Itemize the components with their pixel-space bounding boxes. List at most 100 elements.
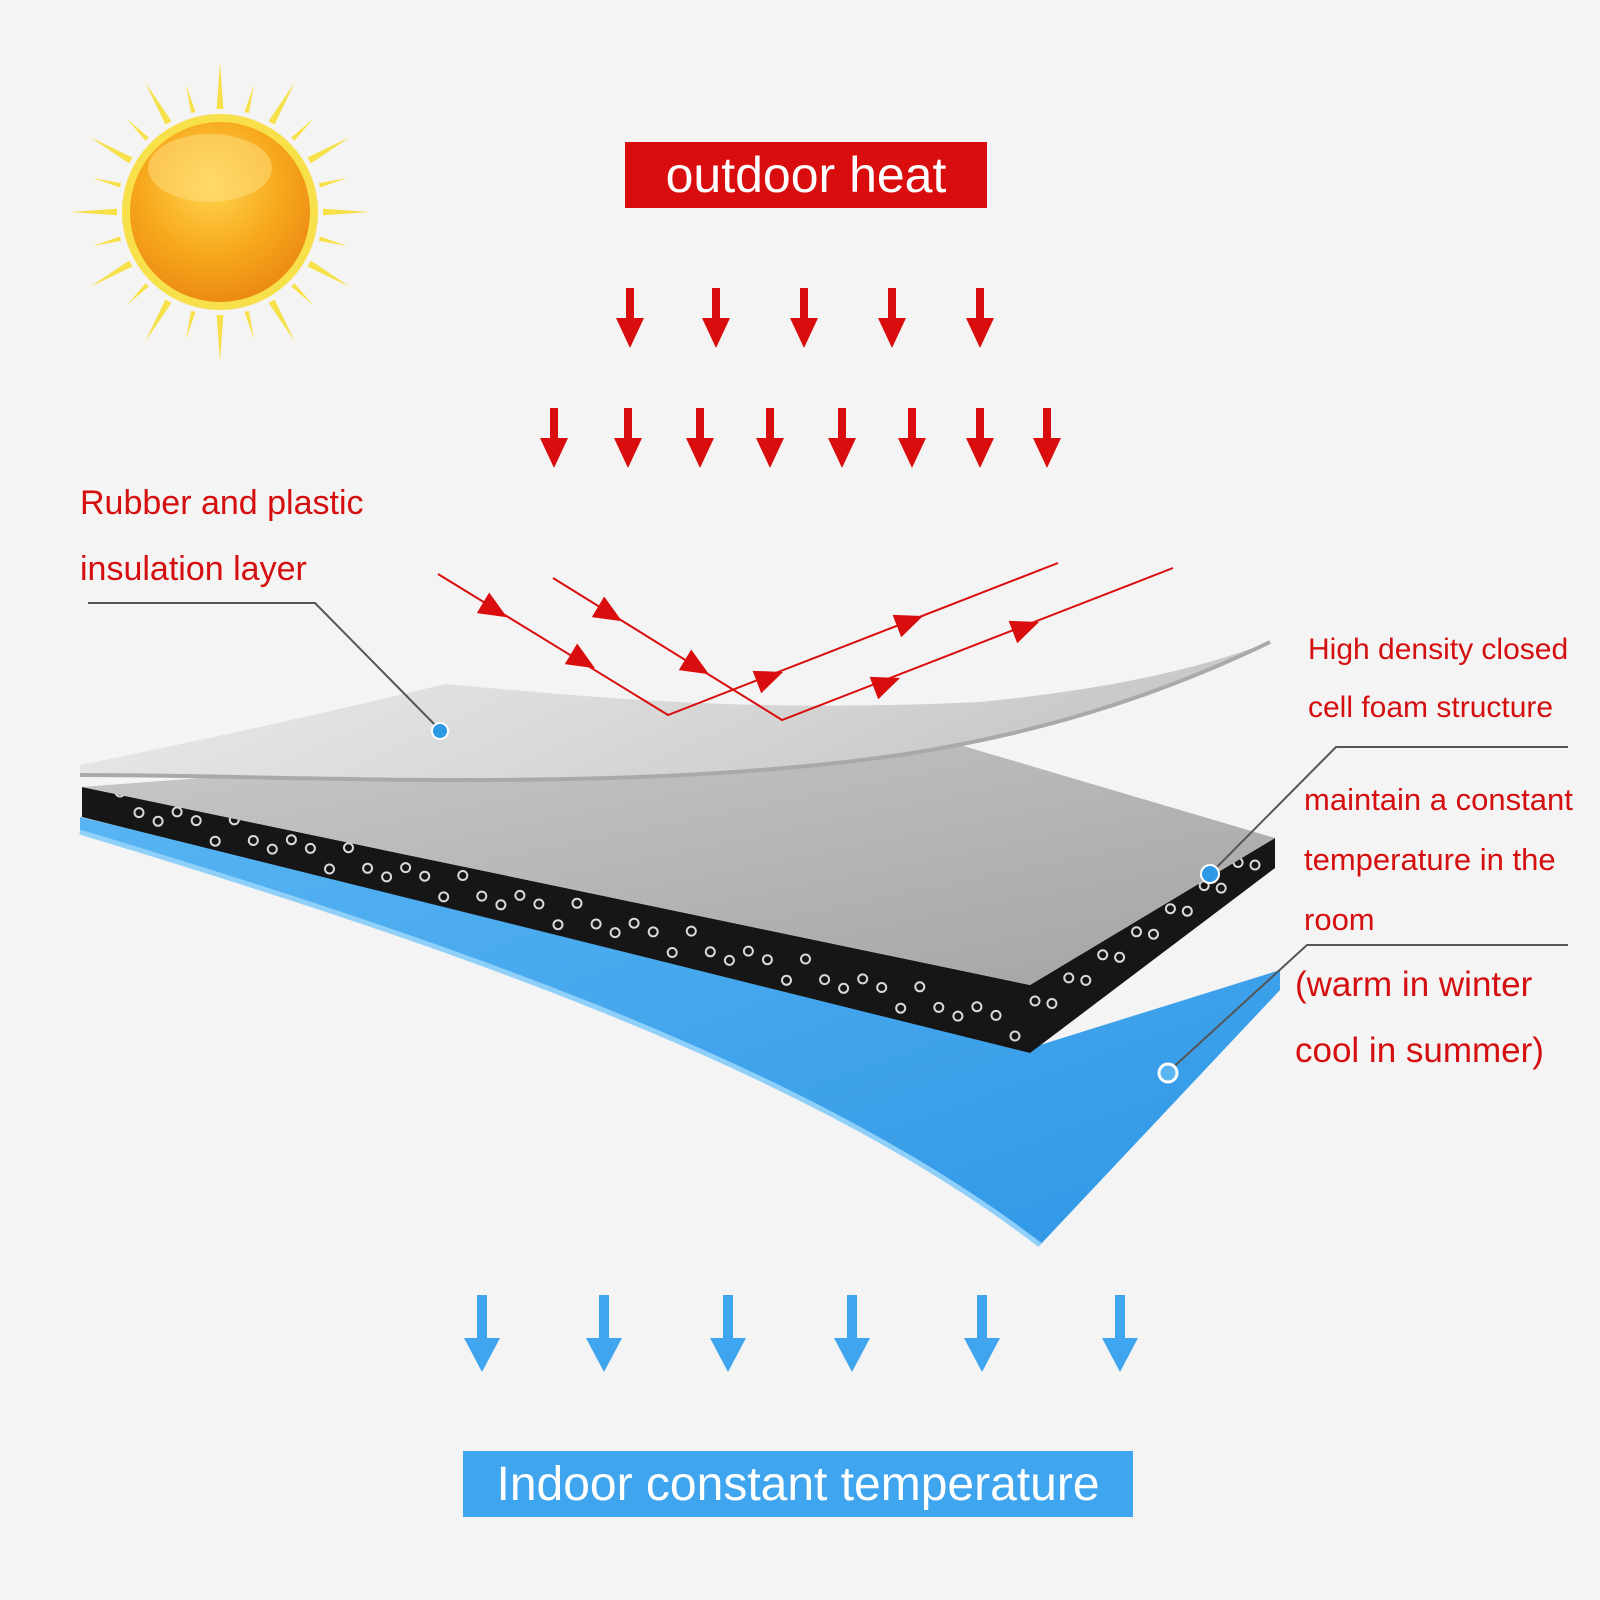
blue-layer-edge (79, 829, 1042, 1247)
foam-cell (1249, 859, 1261, 871)
sun-ray (145, 299, 172, 342)
foam-cell (1080, 974, 1092, 986)
foam-cell (324, 863, 335, 875)
foam-cell (781, 974, 792, 986)
foam-cell (838, 982, 850, 994)
foam-cell (1097, 949, 1109, 961)
blue-marker-dot (1157, 1062, 1179, 1084)
foam-cell (800, 953, 811, 965)
red-down-arrow-icon (898, 408, 926, 468)
foam-marker-dot (1200, 864, 1220, 884)
blue-down-arrow-icon (586, 1295, 622, 1372)
foam-cell (590, 918, 602, 930)
red-down-arrow-icon (790, 288, 818, 348)
red-down-arrow-icon (756, 408, 784, 468)
reflection-arrow-icon (437, 562, 1174, 722)
foam-leader-line (1209, 746, 1568, 875)
rubber-plastic-sheet (80, 642, 1270, 780)
blue-down-arrow-icon (710, 1295, 746, 1372)
foam-cell (285, 834, 297, 846)
sun-ray (244, 310, 255, 340)
sun-highlight (148, 134, 272, 202)
seasonal-label: (warm in winter cool in summer) (1295, 952, 1544, 1084)
foam-cell (209, 835, 221, 847)
foam-cell (552, 919, 564, 931)
foam-cell (400, 862, 412, 874)
foam-cell (761, 954, 773, 966)
blue-down-arrow-icon (834, 1295, 870, 1372)
cool-down-arrows (464, 1295, 1138, 1372)
foam-cell (933, 1001, 945, 1013)
seasonal-label-line2: cool in summer) (1295, 1031, 1544, 1070)
foam-cell (609, 927, 621, 939)
red-down-arrow-icon (966, 408, 994, 468)
sun-ray (70, 208, 118, 216)
red-down-arrow-icon (540, 408, 568, 468)
sun-ray (126, 283, 149, 306)
foam-structure-label: High density closed cell foam structure (1308, 621, 1568, 737)
seasonal-label-line1: (warm in winter (1295, 965, 1533, 1004)
sun-ray (322, 208, 370, 216)
sun-ray (216, 62, 224, 110)
blue-down-arrow-icon (964, 1295, 1000, 1372)
red-down-arrow-icon (686, 408, 714, 468)
foam-cell (1029, 995, 1041, 1007)
constant-temperature-label-line2: temperature in the (1304, 842, 1556, 877)
foam-cell (1009, 1030, 1021, 1042)
rubber-layer-label: Rubber and plastic insulation layer (80, 470, 364, 602)
sun-ray (291, 118, 314, 141)
foam-cell (266, 843, 278, 855)
foam-cell (647, 926, 659, 938)
blue-base-layer (80, 817, 1280, 1245)
foam-cell (571, 897, 583, 909)
foam-cell (952, 1010, 964, 1022)
grey-foam-face (82, 745, 1275, 985)
blue-down-arrow-icon (464, 1295, 500, 1372)
foam-cell (1063, 972, 1075, 984)
sun-ray (216, 314, 224, 362)
sun-icon (70, 62, 370, 362)
outdoor-heat-banner: outdoor heat (625, 142, 987, 208)
foam-cell (666, 947, 678, 958)
foam-cell (133, 807, 145, 819)
foam-cell (1046, 998, 1058, 1009)
foam-cells (114, 786, 1261, 1042)
sun-ray (268, 82, 295, 125)
sun-ray (307, 137, 350, 164)
sun-ray (90, 260, 133, 287)
foam-cell (971, 1001, 983, 1013)
foam-structure-label-line1: High density closed (1308, 633, 1569, 666)
red-down-arrow-icon (1033, 408, 1061, 468)
foam-cell (1215, 882, 1227, 894)
sun-ray (291, 283, 314, 306)
foam-cell (895, 1002, 907, 1014)
foam-cell (685, 925, 697, 937)
rubber-sheet-edge (79, 640, 1271, 782)
foam-cell (914, 981, 926, 993)
foam-cell (704, 946, 716, 958)
foam-cell (152, 815, 164, 827)
blue-leader-line (1167, 944, 1568, 1073)
blue-down-arrow-icon (1102, 1295, 1138, 1372)
foam-cell (742, 945, 754, 957)
sun-ray (92, 177, 122, 188)
sun-ray (307, 260, 350, 287)
sun-ray (185, 84, 196, 114)
foam-cell (990, 1009, 1002, 1021)
foam-cell (495, 899, 507, 911)
sun-ray (145, 82, 172, 125)
sun-ray (90, 137, 133, 164)
foam-cell (514, 889, 526, 901)
constant-temperature-label-line3: room (1304, 902, 1375, 937)
incoming-heat-arrows (540, 288, 1061, 468)
red-down-arrow-icon (616, 288, 644, 348)
red-down-arrow-icon (828, 408, 856, 468)
foam-cell (723, 954, 735, 966)
rubber-layer-label-line1: Rubber and plastic (80, 484, 364, 522)
rubber-leader-line (88, 602, 441, 731)
foam-cell (304, 842, 316, 854)
rubber-marker-dot (431, 722, 449, 740)
sun-ray (185, 310, 196, 340)
foam-cell (419, 870, 431, 882)
